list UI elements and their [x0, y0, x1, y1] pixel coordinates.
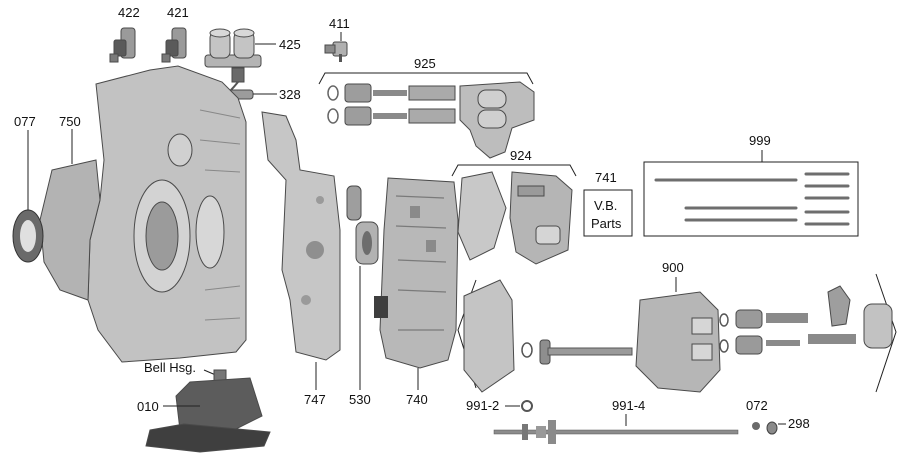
separator-plate-747 [261, 111, 341, 361]
shaft-991-4 [493, 420, 739, 444]
label-750: 750 [59, 114, 81, 129]
bracket-924 [451, 164, 577, 177]
label-900: 900 [662, 260, 684, 275]
label-421: 421 [167, 5, 189, 20]
bracket-925 [318, 72, 534, 85]
label-991-2: 991-2 [466, 398, 499, 413]
label-747: 747 [304, 392, 326, 407]
label-010: 010 [137, 399, 159, 414]
label-298: 298 [788, 416, 810, 431]
bracket-right-900 [875, 273, 897, 393]
solenoid-pack-425 [204, 28, 262, 68]
label-411: 411 [329, 16, 350, 31]
label-425: 425 [279, 37, 301, 52]
label-740: 740 [406, 392, 428, 407]
valve-assembly-900 [463, 279, 893, 393]
seal-077 [12, 209, 44, 263]
solenoid-421 [161, 27, 187, 63]
transmission-case-750 [39, 65, 247, 363]
vb-parts-box [583, 189, 633, 237]
label-bell-hsg: Bell Hsg. [144, 360, 196, 375]
label-072: 072 [746, 398, 768, 413]
solenoid-422 [109, 27, 136, 63]
label-530: 530 [349, 392, 371, 407]
label-925: 925 [414, 56, 436, 71]
pan-010 [145, 369, 271, 453]
label-328: 328 [279, 87, 301, 102]
vb-parts-line1: V.B. [594, 198, 617, 213]
label-077: 077 [14, 114, 36, 129]
label-422: 422 [118, 5, 140, 20]
label-741: 741 [595, 170, 617, 185]
valve-body-740 [374, 177, 459, 369]
label-924: 924 [510, 148, 532, 163]
label-991-4: 991-4 [612, 398, 645, 413]
sensor-411 [324, 41, 348, 62]
vb-parts-line2: Parts [591, 216, 622, 231]
valve-assembly-924 [457, 171, 573, 265]
rod-set-999 [654, 172, 850, 226]
valve-train-925 [327, 81, 535, 159]
washer-072 [752, 422, 760, 430]
label-999: 999 [749, 133, 771, 148]
clip-991-2 [521, 400, 533, 412]
seal-298 [766, 421, 778, 435]
gear-530 [346, 185, 379, 265]
